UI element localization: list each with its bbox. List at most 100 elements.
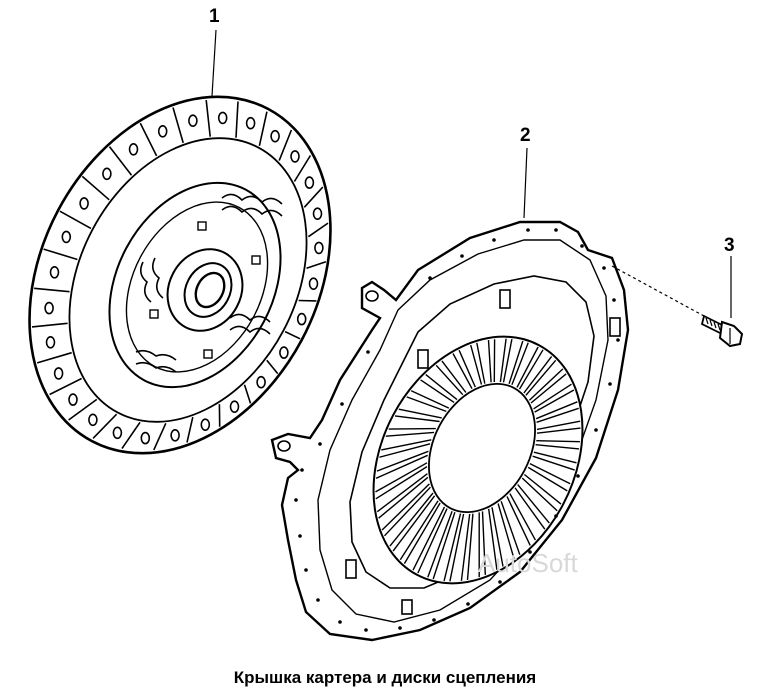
lining-segment-line bbox=[92, 413, 118, 439]
lining-rivet-hole bbox=[44, 301, 54, 315]
lining-rivet-hole bbox=[304, 176, 315, 189]
diaphragm-finger-line bbox=[385, 431, 435, 437]
diaphragm-finger-line bbox=[533, 383, 572, 410]
diaphragm-finger-line bbox=[427, 510, 453, 578]
diaphragm-spring-fingers bbox=[375, 338, 581, 582]
lining-rivet-hole bbox=[296, 312, 307, 326]
diaphragm-finger-line bbox=[528, 368, 564, 401]
cover-bolt bbox=[700, 314, 744, 348]
disc-lining-segments bbox=[31, 100, 329, 451]
lining-segment-line bbox=[258, 111, 268, 146]
lining-rivet-hole bbox=[45, 335, 56, 349]
diaphragm-finger-line bbox=[534, 389, 575, 413]
diaphragm-finger-line bbox=[481, 511, 486, 575]
flange-hole bbox=[498, 580, 502, 584]
diaphragm-finger-line bbox=[452, 353, 473, 390]
flange-hole bbox=[428, 276, 432, 280]
flange-hole bbox=[526, 228, 530, 232]
diaphragm-finger-line bbox=[476, 342, 486, 384]
diaphragm-finger-line bbox=[389, 492, 434, 547]
lining-segment-line bbox=[303, 186, 324, 208]
lining-rivet-hole bbox=[140, 431, 151, 445]
lining-segment-line bbox=[34, 287, 70, 293]
flange-hole bbox=[616, 338, 620, 342]
flange-hole bbox=[432, 618, 436, 622]
lining-segment-line bbox=[49, 377, 82, 396]
flange-hole bbox=[318, 442, 322, 446]
diaphragm-finger-line bbox=[432, 511, 456, 580]
lining-rivet-hole bbox=[229, 400, 240, 414]
lining-segment-line bbox=[266, 359, 279, 375]
diaphragm-finger-line bbox=[523, 473, 562, 505]
flange-hole bbox=[398, 626, 402, 630]
flange-hole bbox=[364, 628, 368, 632]
flange-hole bbox=[580, 244, 584, 248]
diaphragm-finger-line bbox=[392, 495, 436, 552]
diaphragm-finger-line bbox=[535, 444, 580, 450]
flange-hole bbox=[300, 468, 304, 472]
lining-segment-line bbox=[59, 210, 92, 230]
diaphragm-finger-line bbox=[525, 359, 557, 396]
diaphragm-finger-line bbox=[536, 407, 579, 423]
lining-segment-line bbox=[278, 129, 293, 161]
lining-segment-line bbox=[205, 100, 211, 137]
flange-hole bbox=[554, 228, 558, 232]
diaphragm-finger-line bbox=[536, 420, 581, 431]
diaphragm-finger-line bbox=[536, 427, 581, 434]
lining-rivet-hole bbox=[49, 265, 60, 279]
flange-hole bbox=[340, 402, 344, 406]
lining-segment-line bbox=[306, 260, 327, 270]
watermark-text: AutoSoft bbox=[478, 548, 578, 578]
diaphragm-finger-line bbox=[420, 379, 455, 403]
lining-segment-line bbox=[284, 330, 301, 340]
diaphragm-finger-line bbox=[381, 439, 432, 451]
diaphragm-finger-line bbox=[529, 462, 571, 485]
lining-segment-line bbox=[243, 384, 252, 404]
flange-hole bbox=[298, 534, 302, 538]
diaphragm-finger-line bbox=[378, 476, 429, 519]
lining-rivet-hole bbox=[61, 230, 72, 244]
lining-rivet-hole bbox=[128, 143, 139, 156]
diaphragm-finger-line bbox=[435, 364, 464, 396]
diaphragm-finger-line bbox=[516, 346, 539, 388]
lining-segment-line bbox=[81, 175, 110, 201]
lining-segment-line bbox=[68, 398, 98, 421]
diaphragm-finger-line bbox=[532, 455, 575, 471]
diaphragm-finger-line bbox=[406, 396, 447, 413]
callout-2-label: 2 bbox=[520, 125, 531, 146]
clutch-pressure-cover bbox=[270, 220, 630, 642]
diaphragm-finger-line bbox=[466, 513, 474, 580]
diaphragm-finger-line bbox=[449, 513, 465, 582]
lining-segment-line bbox=[153, 422, 167, 451]
cover-mounting-holes bbox=[294, 228, 620, 632]
diagram-caption: Крышка картера и диски сцепления bbox=[233, 668, 537, 687]
lining-segment-line bbox=[235, 101, 239, 138]
flange-hole bbox=[612, 298, 616, 302]
diaphragm-finger-line bbox=[470, 344, 483, 385]
flange-hole bbox=[554, 514, 558, 518]
diaphragm-finger-line bbox=[514, 487, 546, 530]
diaphragm-finger-line bbox=[412, 506, 446, 571]
lining-rivet-hole bbox=[157, 125, 168, 138]
diaphragm-finger-line bbox=[375, 462, 428, 493]
lining-segment-line bbox=[139, 122, 158, 157]
leader-line-2 bbox=[523, 147, 528, 219]
diaphragm-finger-line bbox=[375, 466, 428, 500]
diaphragm-finger-line bbox=[502, 338, 513, 383]
diaphragm-finger-line bbox=[536, 440, 580, 443]
callout-3-label: 3 bbox=[724, 235, 735, 256]
clutch-disc bbox=[28, 95, 332, 455]
lining-rivet-hole bbox=[68, 393, 78, 406]
lining-rivet-hole bbox=[308, 277, 319, 291]
lining-rivet-hole bbox=[312, 207, 323, 220]
lining-rivet-hole bbox=[200, 418, 211, 432]
lining-rivet-hole bbox=[170, 428, 180, 442]
diaphragm-finger-line bbox=[523, 355, 553, 394]
lining-rivet-hole bbox=[270, 129, 280, 143]
lining-rivet-hole bbox=[188, 114, 198, 127]
diaphragm-finger-line bbox=[518, 349, 544, 390]
lining-rivet-hole bbox=[79, 197, 89, 210]
callout-1-label: 1 bbox=[209, 6, 220, 27]
diaphragm-finger-line bbox=[491, 507, 504, 567]
lining-rivet-hole bbox=[53, 367, 64, 380]
